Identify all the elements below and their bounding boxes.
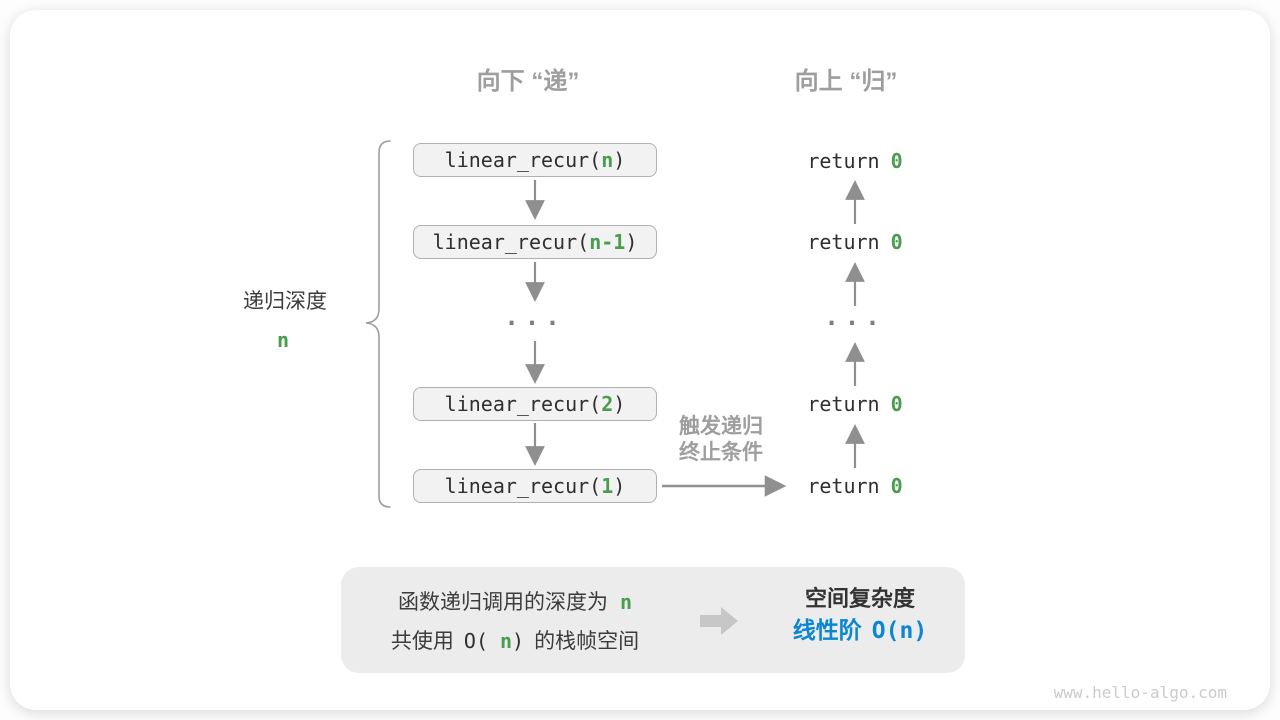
base-case-note-line1: 触发递归 (679, 415, 763, 438)
summary-line2-arg: n (500, 629, 513, 653)
return-value: 0 (890, 474, 903, 498)
call-code: linear_recur( (444, 148, 602, 172)
call-code: ) (613, 392, 626, 416)
result-big-o: O(n) (871, 618, 928, 644)
return-value: 0 (890, 149, 903, 173)
summary-line2-code: O( (463, 629, 488, 653)
return-value: 0 (890, 230, 903, 254)
return-keyword: return (807, 230, 880, 254)
ellipsis-left: ... (504, 303, 566, 331)
return-keyword: return (807, 149, 880, 173)
call-code: linear_recur( (444, 392, 602, 416)
summary-left-text: 函数递归调用的深度为 n 共使用 O( n) 的栈帧空间 (355, 587, 675, 657)
return-statement: return 0 (807, 229, 902, 255)
space-complexity-result: 线性阶 O(n) (770, 614, 950, 647)
recursion-depth-brace (365, 140, 391, 508)
summary-line1-text: 函数递归调用的深度为 (397, 591, 608, 614)
call-code: ) (625, 230, 638, 254)
call-frame-n: linear_recur(n) (413, 143, 657, 177)
space-complexity-title: 空间复杂度 (804, 586, 915, 611)
implies-arrow-icon (700, 607, 738, 635)
call-arg: 2 (601, 392, 614, 416)
ellipsis-right: ... (824, 303, 886, 331)
watermark: www.hello-algo.com (1053, 683, 1227, 702)
return-statement: return 0 (807, 391, 902, 417)
result-prefix: 线性阶 (792, 617, 862, 643)
summary-line1-highlight: n (619, 590, 633, 614)
summary-line2: 共使用 O( n) 的栈帧空间 (355, 626, 675, 657)
call-frame-2: linear_recur(2) (413, 387, 657, 421)
call-arg: n-1 (589, 230, 626, 254)
summary-right-text: 空间复杂度 线性阶 O(n) (770, 584, 950, 647)
summary-line2-pre: 共使用 (390, 630, 454, 653)
summary-line1: 函数递归调用的深度为 n (355, 587, 675, 618)
depth-label: 递归深度 (243, 290, 327, 313)
base-case-note: 触发递归 终止条件 (679, 414, 763, 466)
call-arg: 1 (601, 474, 614, 498)
call-frame-n-1: linear_recur(n-1) (413, 225, 657, 259)
return-keyword: return (807, 392, 880, 416)
call-code: ) (613, 474, 626, 498)
return-value: 0 (890, 392, 903, 416)
call-frame-1: linear_recur(1) (413, 469, 657, 503)
return-statement: return 0 (807, 473, 902, 499)
column-header-up: 向上 “归” (794, 68, 898, 95)
summary-panel (341, 567, 965, 673)
call-code: ) (613, 148, 626, 172)
return-keyword: return (807, 474, 880, 498)
call-arg: n (601, 148, 614, 172)
return-statement: return 0 (807, 148, 902, 174)
depth-value: n (276, 328, 290, 352)
summary-line2-post: 的栈帧空间 (534, 630, 640, 653)
figure-card: 向下 “递” 向上 “归” 递归深度 n linear_recur(n) lin… (10, 10, 1270, 710)
column-header-down: 向下 “递” (476, 68, 580, 95)
call-code: linear_recur( (444, 474, 602, 498)
base-case-note-line2: 终止条件 (679, 441, 763, 464)
call-code: linear_recur( (432, 230, 590, 254)
summary-line2-code: ) (512, 629, 525, 653)
